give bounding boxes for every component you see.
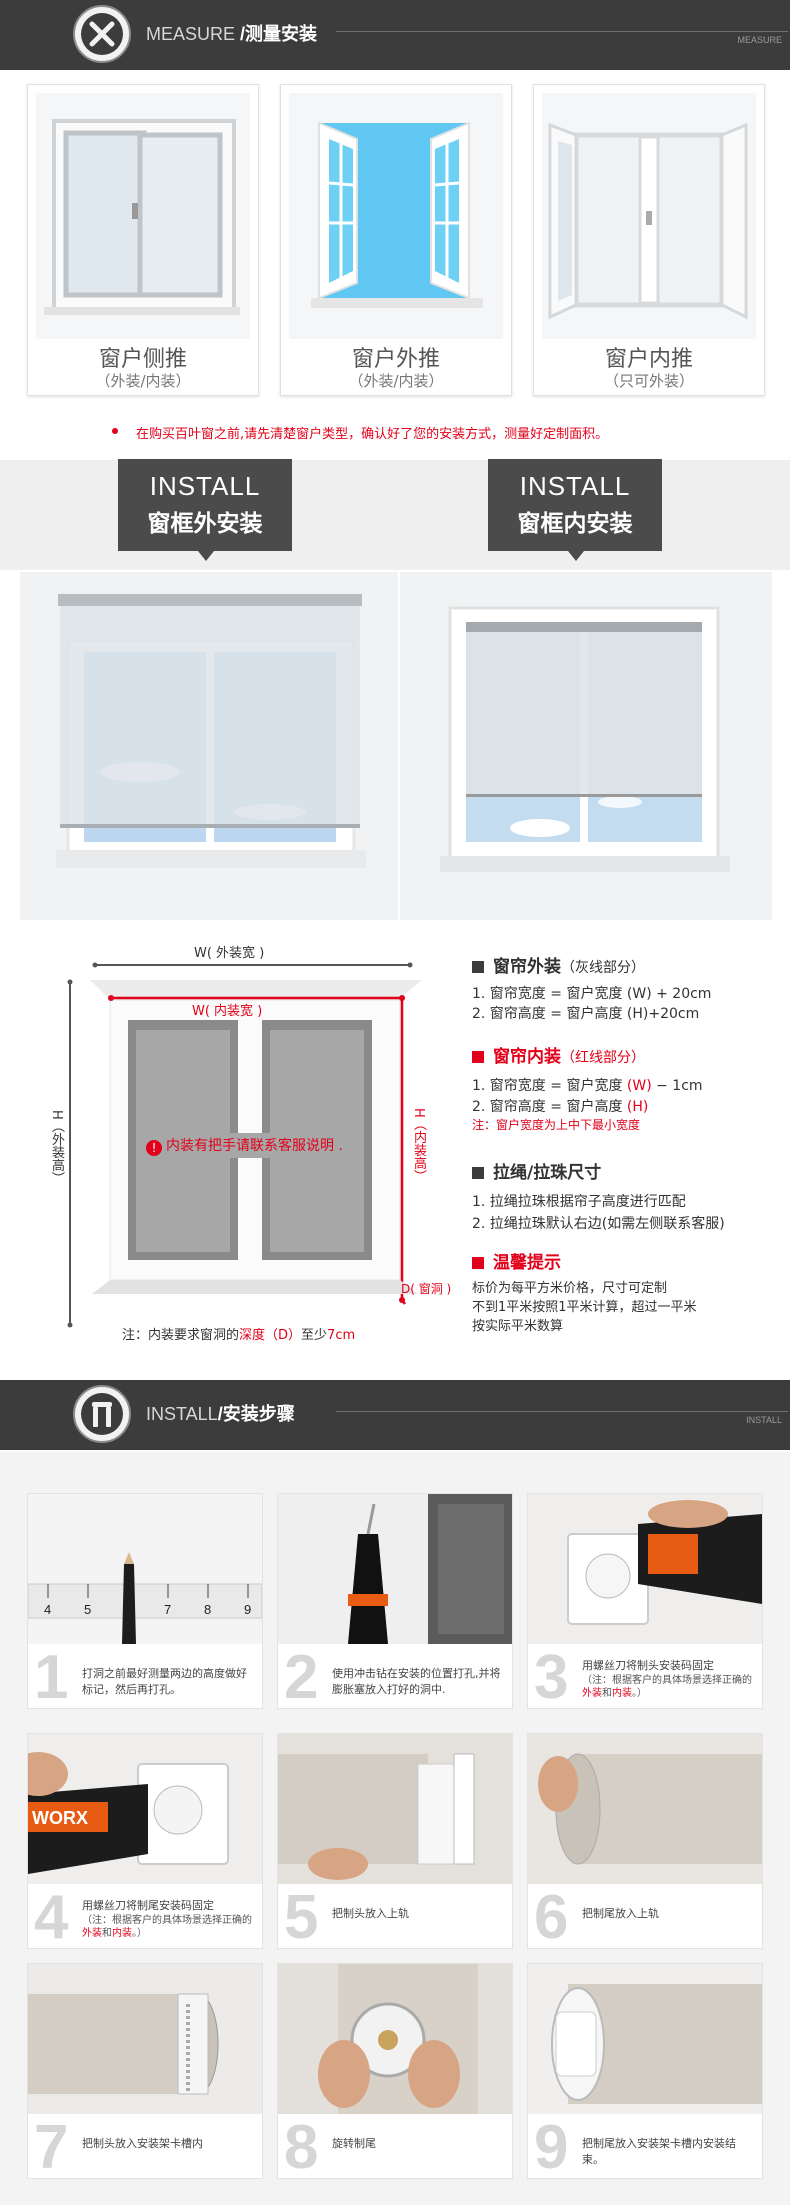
- square-icon: [472, 1257, 484, 1269]
- install-tag: INSTALL: [746, 1415, 782, 1425]
- step-text: 把制尾放入安装架卡槽内安装结束。: [582, 2137, 736, 2166]
- step-text: 把制头放入上轨: [332, 1907, 409, 1920]
- tips-line-1: 标价为每平方米价格，尺寸可定制: [472, 1281, 668, 1296]
- outer-title: 窗帘外装（灰线部分）: [472, 952, 645, 977]
- ruler-digit: 7: [164, 1602, 171, 1617]
- step-number: 1: [34, 1643, 69, 1712]
- h-inner-label: H（内装高）: [411, 1108, 426, 1183]
- ruler-digit: 9: [244, 1602, 251, 1617]
- wrench-icon: [81, 1393, 123, 1435]
- install-inside-label: INSTALL 窗框内安装: [488, 459, 662, 561]
- inner-title: 窗帘内装（红线部分）: [472, 1042, 645, 1067]
- tools-icon: [81, 13, 123, 55]
- step-card-6: 6 把制尾放入上轨: [527, 1733, 763, 1952]
- tips-title: 温馨提示: [472, 1248, 561, 1273]
- step-card-8: 8 旋转制尾: [277, 1963, 513, 2182]
- measure-header: MEASURE /测量安装 MEASURE: [0, 0, 790, 70]
- step-card-7: 7 把制头放入安装架卡槽内: [27, 1963, 263, 2182]
- cord-line-1: 1. 拉绳拉珠根据帘子高度进行匹配: [472, 1194, 686, 1210]
- step-photo: WORX: [28, 1734, 262, 1884]
- inward-window-image: [542, 93, 756, 339]
- tips-line-2: 不到1平米按照1平米计算，超过一平米: [472, 1300, 697, 1315]
- outside-mount-photo: [20, 572, 398, 920]
- cord-line-2: 2. 拉绳拉珠默认右边(如需左侧联系客服): [472, 1216, 725, 1232]
- step-text: 使用冲击钻在安装的位置打孔,并将膨胀塞放入打好的洞中.: [332, 1667, 501, 1696]
- window-type-name: 窗户外推: [351, 347, 440, 372]
- step-text: 把制尾放入上轨: [582, 1907, 659, 1920]
- step-text: 用螺丝刀将制头安装码固定（注：根据客户的具体场景选择正确的外装和内装。）: [582, 1659, 752, 1699]
- inner-line-2: 2. 窗帘高度 = 窗户高度 (H): [472, 1099, 649, 1115]
- ruler-digit: 8: [204, 1602, 211, 1617]
- step-card-9: 9 把制尾放入安装架卡槽内安装结束。: [527, 1963, 763, 2182]
- step-photo: [528, 1734, 762, 1884]
- step-card-5: 5 把制头放入上轨: [277, 1733, 513, 1952]
- step-text: 打洞之前最好测量两边的高度做好标记，然后再打孔。: [82, 1667, 247, 1696]
- depth-label: D( 窗洞 ): [401, 1282, 452, 1296]
- depth-footnote: 注：内装要求窗洞的深度（D）至少7cm: [122, 1328, 356, 1343]
- step-number: 7: [34, 2113, 69, 2182]
- sliding-window-image: [36, 93, 250, 339]
- outward-window-image: [289, 93, 503, 339]
- step-photo: [528, 1494, 762, 1644]
- window-type-note: 在购买百叶窗之前,请先清楚窗户类型，确认好了您的安装方式，测量好定制面积。: [136, 427, 609, 442]
- note-bullet-icon: [112, 428, 118, 434]
- inside-mount-photo: [400, 572, 772, 920]
- drill-brand: WORX: [32, 1808, 88, 1828]
- step-card-4: WORX 4 用螺丝刀将制尾安装码固定（注：根据客户的具体场景选择正确的外装和内…: [27, 1733, 263, 1952]
- warning-icon: !: [146, 1140, 162, 1156]
- square-icon: [472, 1051, 484, 1063]
- ruler-digit: 4: [44, 1602, 51, 1617]
- install-header: INSTALL/安装步骤 INSTALL: [0, 1380, 790, 1450]
- step-card-2: 2 使用冲击钻在安装的位置打孔,并将膨胀塞放入打好的洞中.: [277, 1493, 513, 1712]
- step-card-3: 3 用螺丝刀将制头安装码固定（注：根据客户的具体场景选择正确的外装和内装。）: [527, 1493, 763, 1712]
- h-outer-label: H（外装高）: [49, 1110, 64, 1185]
- step-text: 用螺丝刀将制尾安装码固定（注：根据客户的具体场景选择正确的外装和内装。）: [82, 1899, 252, 1939]
- window-type-name: 窗户内推: [604, 347, 693, 372]
- ruler-digit: 5: [84, 1602, 91, 1617]
- window-type-name: 窗户侧推: [98, 347, 187, 372]
- step-number: 9: [534, 2113, 569, 2182]
- wrench-badge: [73, 1385, 131, 1443]
- square-icon: [472, 961, 484, 973]
- step-number: 8: [284, 2113, 319, 2182]
- step-photo: [28, 1964, 262, 2114]
- handle-warning: !内装有把手请联系客服说明 .: [146, 1133, 343, 1158]
- step-text: 旋转制尾: [332, 2137, 376, 2150]
- step-text: 把制头放入安装架卡槽内: [82, 2137, 203, 2150]
- step-photo: [278, 1734, 512, 1884]
- measurement-diagram: W( 外装宽 ) W( 内装宽 ) H（外装高） H（内装高） D( 窗洞 ) …: [40, 940, 460, 1350]
- step-card-1: 4 5 6 7 8 9 1 打洞之前最好测量两边的高度做好标记，然后再打孔。: [27, 1493, 263, 1712]
- window-type-sub: （外装/内装）: [95, 372, 191, 390]
- tools-badge: [73, 5, 131, 63]
- inner-note: 注：窗户宽度为上中下最小宽度: [472, 1118, 641, 1132]
- window-type-card-1: 窗户侧推 （外装/内装）: [27, 84, 259, 396]
- w-inner-label: W( 内装宽 ): [192, 1004, 263, 1019]
- window-type-sub: （外装/内装）: [348, 372, 444, 390]
- tips-line-3: 按实际平米数算: [472, 1319, 564, 1334]
- step-number: 6: [534, 1883, 569, 1952]
- install-title: INSTALL/安装步骤: [146, 1404, 295, 1424]
- outer-line-1: 1. 窗帘宽度 = 窗户宽度 (W) + 20cm: [472, 986, 712, 1002]
- square-icon: [472, 1167, 484, 1179]
- measure-title: MEASURE /测量安装: [146, 24, 318, 44]
- step-photo: [528, 1964, 762, 2114]
- window-type-sub: （只可外装）: [603, 372, 694, 390]
- window-type-card-2: 窗户外推 （外装/内装）: [280, 84, 512, 396]
- step-number: 3: [534, 1643, 569, 1712]
- step-number: 4: [34, 1883, 69, 1952]
- window-type-card-3: 窗户内推 （只可外装）: [533, 84, 765, 396]
- step-number: 5: [284, 1883, 319, 1952]
- measure-tag: MEASURE: [737, 35, 782, 45]
- inner-line-1: 1. 窗帘宽度 = 窗户宽度 (W) − 1cm: [472, 1078, 703, 1094]
- w-outer-label: W( 外装宽 ): [194, 946, 265, 961]
- cord-title: 拉绳/拉珠尺寸: [472, 1158, 601, 1183]
- step-photo: [278, 1494, 512, 1644]
- outer-line-2: 2. 窗帘高度 = 窗户高度 (H)+20cm: [472, 1006, 700, 1022]
- step-number: 2: [284, 1643, 319, 1712]
- install-outside-label: INSTALL 窗框外安装: [118, 459, 292, 561]
- step-photo: 4 5 6 7 8 9: [28, 1494, 262, 1644]
- step-photo: [278, 1964, 512, 2114]
